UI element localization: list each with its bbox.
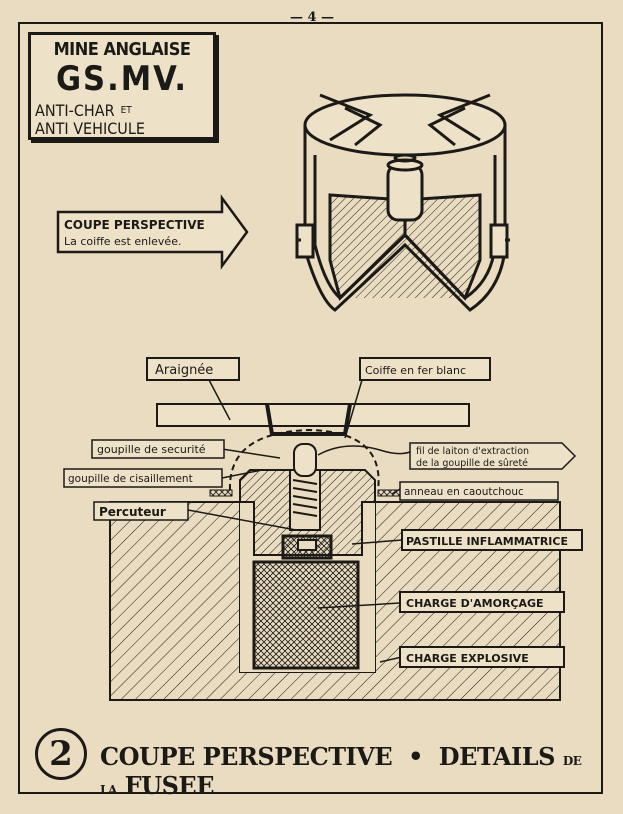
label-araignee: Araignée — [146, 357, 240, 381]
figure-caption: COUPE PERSPECTIVE • DETAILS DE LA FUSEE — [100, 742, 590, 800]
title-anti-vehicule: ANTI VEHICULE — [35, 119, 145, 138]
label-charge-amorcage: CHARGE D'AMORÇAGE — [399, 591, 565, 613]
leader-lines — [187, 377, 403, 663]
label-pastille: PASTILLE INFLAMMATRICE — [401, 529, 583, 551]
label-coiffe-text: Coiffe en fer blanc — [365, 364, 466, 377]
perspective-arrow-subtitle: La coiffe est enlevée. — [64, 235, 181, 248]
label-coiffe: Coiffe en fer blanc — [359, 357, 491, 381]
label-pastille-text: PASTILLE INFLAMMATRICE — [406, 535, 568, 548]
label-anneau-text: anneau en caoutchouc — [404, 486, 524, 498]
title-model: GS.MV. — [55, 59, 189, 99]
label-anneau: anneau en caoutchouc — [399, 481, 559, 501]
label-charge-explosive: CHARGE EXPLOSIVE — [399, 646, 565, 668]
mine-perspective-drawing — [295, 93, 510, 312]
page-number: — 4 — — [289, 10, 335, 25]
caption-details: DETAILS — [438, 742, 556, 771]
perspective-arrow-title: COUPE PERSPECTIVE — [64, 218, 205, 232]
figure-number: 2 — [35, 728, 87, 780]
label-fil-laiton: fil de laiton d'extraction de la goupill… — [409, 442, 577, 470]
title-anti-char: ANTI-CHAR ET — [35, 101, 217, 120]
label-fil-laiton-line2: de la goupille de sûreté — [416, 458, 528, 469]
label-fil-laiton-line1: fil de laiton d'extraction — [416, 446, 529, 457]
label-goupille-cisaillement-text: goupille de cisaillement — [68, 473, 193, 485]
label-goupille-cisaillement: goupille de cisaillement — [63, 468, 223, 488]
caption-dot: • — [408, 742, 423, 771]
caption-fusee: FUSEE — [124, 771, 215, 800]
title-anti-char-text: ANTI-CHAR — [35, 101, 115, 120]
label-araignee-text: Araignée — [155, 363, 213, 378]
caption-de-la: DE LA — [100, 754, 582, 797]
title-box: MINE ANGLAISE GS.MV. ANTI-CHAR ET ANTI VE… — [28, 32, 216, 140]
label-goupille-securite: goupille de securité — [91, 439, 225, 459]
label-goupille-securite-text: goupille de securité — [97, 443, 206, 456]
page-frame — [18, 22, 603, 794]
label-charge-amorcage-text: CHARGE D'AMORÇAGE — [406, 597, 544, 610]
label-charge-explosive-text: CHARGE EXPLOSIVE — [406, 652, 529, 665]
label-percuteur: Percuteur — [93, 501, 189, 521]
caption-coupe: COUPE PERSPECTIVE — [100, 742, 393, 771]
label-percuteur-text: Percuteur — [99, 505, 166, 519]
perspective-arrow: COUPE PERSPECTIVE La coiffe est enlevée. — [56, 194, 249, 270]
title-mine-anglaise: MINE ANGLAISE — [53, 39, 191, 60]
title-et: ET — [120, 105, 132, 116]
